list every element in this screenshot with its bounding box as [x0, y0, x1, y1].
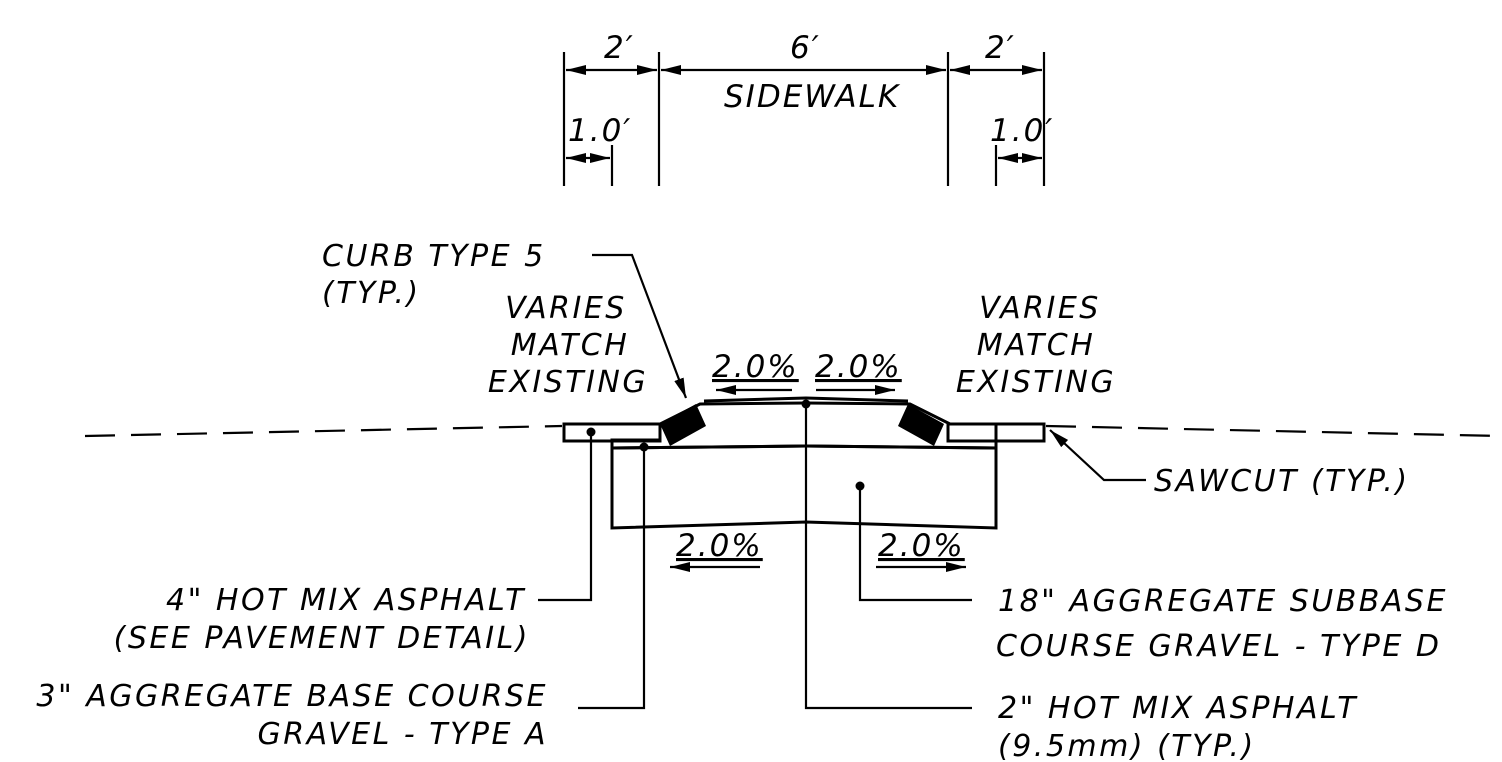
label-varies-left-2: MATCH: [511, 328, 630, 363]
leader-hma2: [804, 404, 972, 710]
leaders: [538, 253, 1146, 710]
label-sawcut: SAWCUT (TYP.): [1154, 464, 1410, 499]
label-curb-line2: (TYP.): [322, 276, 421, 311]
label-agg3-line2: GRAVEL - TYPE A: [258, 717, 548, 752]
label-varies-left-3: EXISTING: [488, 365, 648, 400]
leader-curb: [592, 253, 688, 399]
leader-hma4: [538, 432, 593, 602]
label-hma2-line2: (9.5mm) (TYP.): [998, 729, 1256, 762]
left-asphalt-patch: [562, 422, 662, 443]
label-varies-right-2: MATCH: [977, 328, 1096, 363]
right-asphalt-patch: [946, 422, 1046, 443]
dimension-lines: [562, 52, 1046, 186]
sidewalk-surface: [703, 396, 909, 403]
dim-text-left: 2′: [604, 30, 635, 66]
label-varies-left-1: VARIES: [505, 291, 627, 326]
dim-text-left-offset: 1.0′: [568, 113, 632, 149]
slope-text-top-left: 2.0%: [712, 349, 799, 385]
label-agg18-line1: 18" AGGREGATE SUBBASE: [998, 584, 1448, 619]
label-varies-right-3: EXISTING: [956, 365, 1116, 400]
existing-ground-right: [1045, 424, 1501, 438]
dim-text-sidewalk-label: SIDEWALK: [724, 79, 901, 115]
leader-agg3: [578, 447, 646, 710]
left-curb: [660, 404, 706, 446]
aggregate-subbase-layer: [610, 444, 998, 530]
leader-agg18: [858, 486, 972, 602]
leader-sawcut: [1049, 429, 1146, 482]
label-agg18-line2: COURSE GRAVEL - TYPE D: [996, 629, 1441, 664]
label-curb-line1: CURB TYPE 5: [322, 239, 546, 274]
dim-text-right: 2′: [985, 30, 1016, 66]
label-varies-right-1: VARIES: [979, 291, 1101, 326]
label-agg3-line1: 3" AGGREGATE BASE COURSE: [36, 679, 548, 714]
label-hma4-line1: 4" HOT MIX ASPHALT: [166, 583, 526, 618]
label-hma4-line2: (SEE PAVEMENT DETAIL): [114, 621, 530, 656]
label-hma2-line1: 2" HOT MIX ASPHALT: [998, 691, 1358, 726]
dim-text-right-offset: 1.0′: [990, 113, 1054, 149]
existing-ground-left: [84, 424, 563, 438]
slope-text-top-right: 2.0%: [815, 349, 902, 385]
right-curb: [898, 404, 944, 446]
slope-text-bottom-right: 2.0%: [878, 528, 965, 564]
dim-text-sidewalk: 6′: [790, 30, 821, 66]
slope-text-bottom-left: 2.0%: [676, 528, 763, 564]
